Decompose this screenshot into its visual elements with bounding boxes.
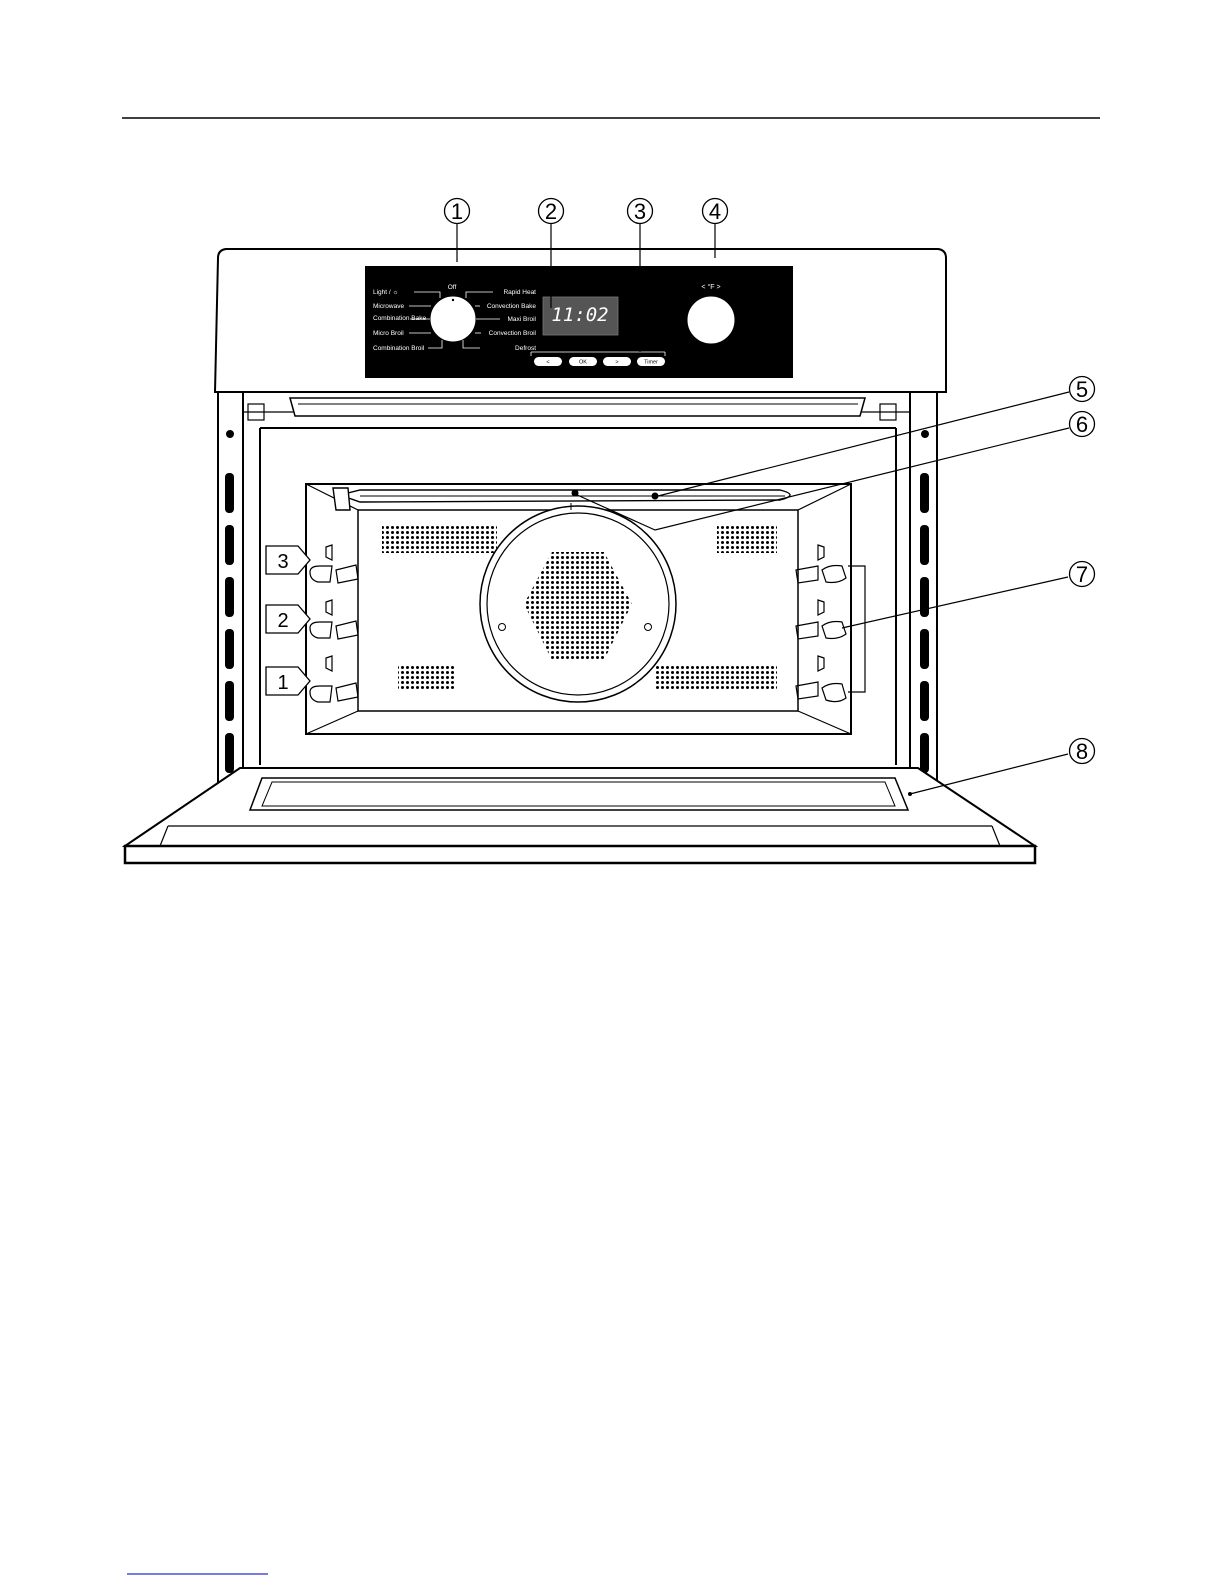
temperature-label: < °F > (701, 283, 720, 291)
mode-label-defrost: Defrost (515, 345, 536, 352)
mode-label-combination-broil: Combination Broil (373, 345, 425, 352)
mode-label-rapid-heat: Rapid Heat (503, 289, 536, 296)
fan-cover-icon (480, 506, 676, 702)
right-arrow-label: > (615, 360, 618, 366)
oven-door (125, 768, 1035, 863)
mode-label-combination-bake: Combination Bake (373, 315, 426, 322)
ok-label: OK (579, 360, 587, 366)
callout-5-label: 5 (1076, 377, 1088, 402)
mode-label-convection-broil: Convection Broil (489, 330, 537, 337)
shelf-level-markers: 3 2 1 (266, 546, 310, 695)
mode-label-micro-broil: Micro Broil (373, 330, 404, 337)
callout-2-label: 2 (545, 199, 557, 224)
shelf-level-2-label: 2 (277, 610, 288, 632)
left-arrow-label: < (546, 360, 549, 366)
dial-indicator-icon (452, 299, 454, 301)
callout-4-label: 4 (709, 199, 721, 224)
callout-1-label: 1 (451, 199, 463, 224)
callout-6-label: 6 (1076, 412, 1088, 437)
mode-label-microwave: Microwave (373, 303, 404, 310)
mode-label-light: Light / ☼ (373, 289, 398, 296)
shelf-level-3-label: 3 (277, 551, 288, 573)
shelf-level-1-label: 1 (277, 672, 288, 694)
temperature-knob-icon[interactable] (687, 296, 735, 344)
door-callout-dot (908, 792, 912, 796)
callout-8-label: 8 (1076, 739, 1088, 764)
timer-label: Timer (644, 360, 658, 366)
callout-3-label: 3 (634, 199, 646, 224)
mode-label-convection-bake: Convection Bake (487, 303, 537, 310)
mode-selector-knob-icon[interactable] (430, 296, 476, 342)
mode-label-maxi-broil: Maxi Broil (507, 316, 536, 323)
dial-off-label: Off (448, 284, 457, 291)
display-time: 11:02 (551, 304, 608, 326)
callout-7-label: 7 (1076, 562, 1088, 587)
